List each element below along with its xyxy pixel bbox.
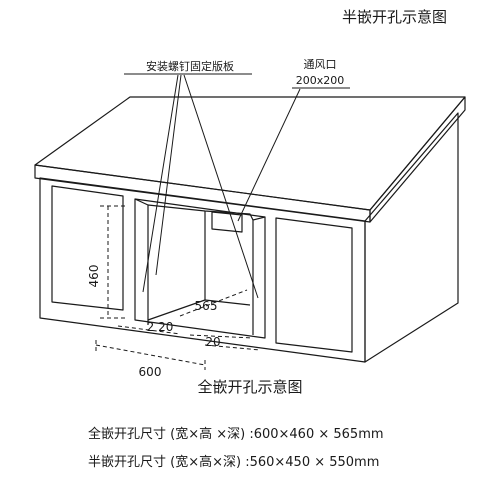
- half-embed-title: 半嵌开孔示意图: [342, 8, 447, 26]
- opening-inner-left: [134, 198, 149, 325]
- full-embed-title: 全嵌开孔示意图: [197, 378, 302, 396]
- countertop-front-edge: [34, 164, 371, 223]
- half-embed-spec: 半嵌开孔尺寸 (宽×高×深) :560×450 × 550mm: [88, 454, 379, 470]
- opening-back-top: [147, 204, 254, 221]
- leader-lines: [142, 74, 301, 299]
- oven-opening: [134, 198, 266, 339]
- opening-floor-back: [147, 299, 251, 321]
- dim-height-label: 460: [87, 265, 101, 288]
- dimension-lines: [95, 205, 261, 370]
- dim-small-b-label: 20: [205, 335, 220, 349]
- cabinet-side-face: [364, 112, 459, 363]
- dim-width-label: 600: [139, 365, 162, 379]
- vent-label: 通风口: [304, 58, 337, 71]
- full-embed-spec: 全嵌开孔尺寸 (宽×高 ×深) :600×460 × 565mm: [88, 426, 384, 442]
- dim-depth-label: 565: [195, 299, 218, 313]
- vent-size-label: 200x200: [296, 74, 345, 87]
- cabinet-body: [34, 96, 466, 363]
- dim-small-a-label: 2 20: [147, 320, 174, 334]
- countertop-side-edge: [369, 96, 466, 223]
- opening-inner-right: [252, 216, 266, 335]
- right-door-panel: [275, 217, 353, 353]
- mounting-screw-board-label: 安装螺钉固定版板: [146, 59, 234, 73]
- vent-opening: [211, 211, 243, 233]
- left-door-panel: [51, 185, 124, 311]
